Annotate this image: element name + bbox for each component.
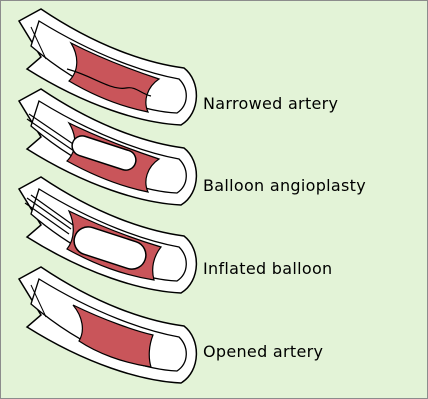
label-opened-artery: Opened artery — [203, 342, 323, 362]
label-narrowed-artery: Narrowed artery — [203, 94, 338, 114]
label-inflated-balloon: Inflated balloon — [203, 259, 332, 279]
label-balloon-angioplasty: Balloon angioplasty — [203, 176, 366, 196]
